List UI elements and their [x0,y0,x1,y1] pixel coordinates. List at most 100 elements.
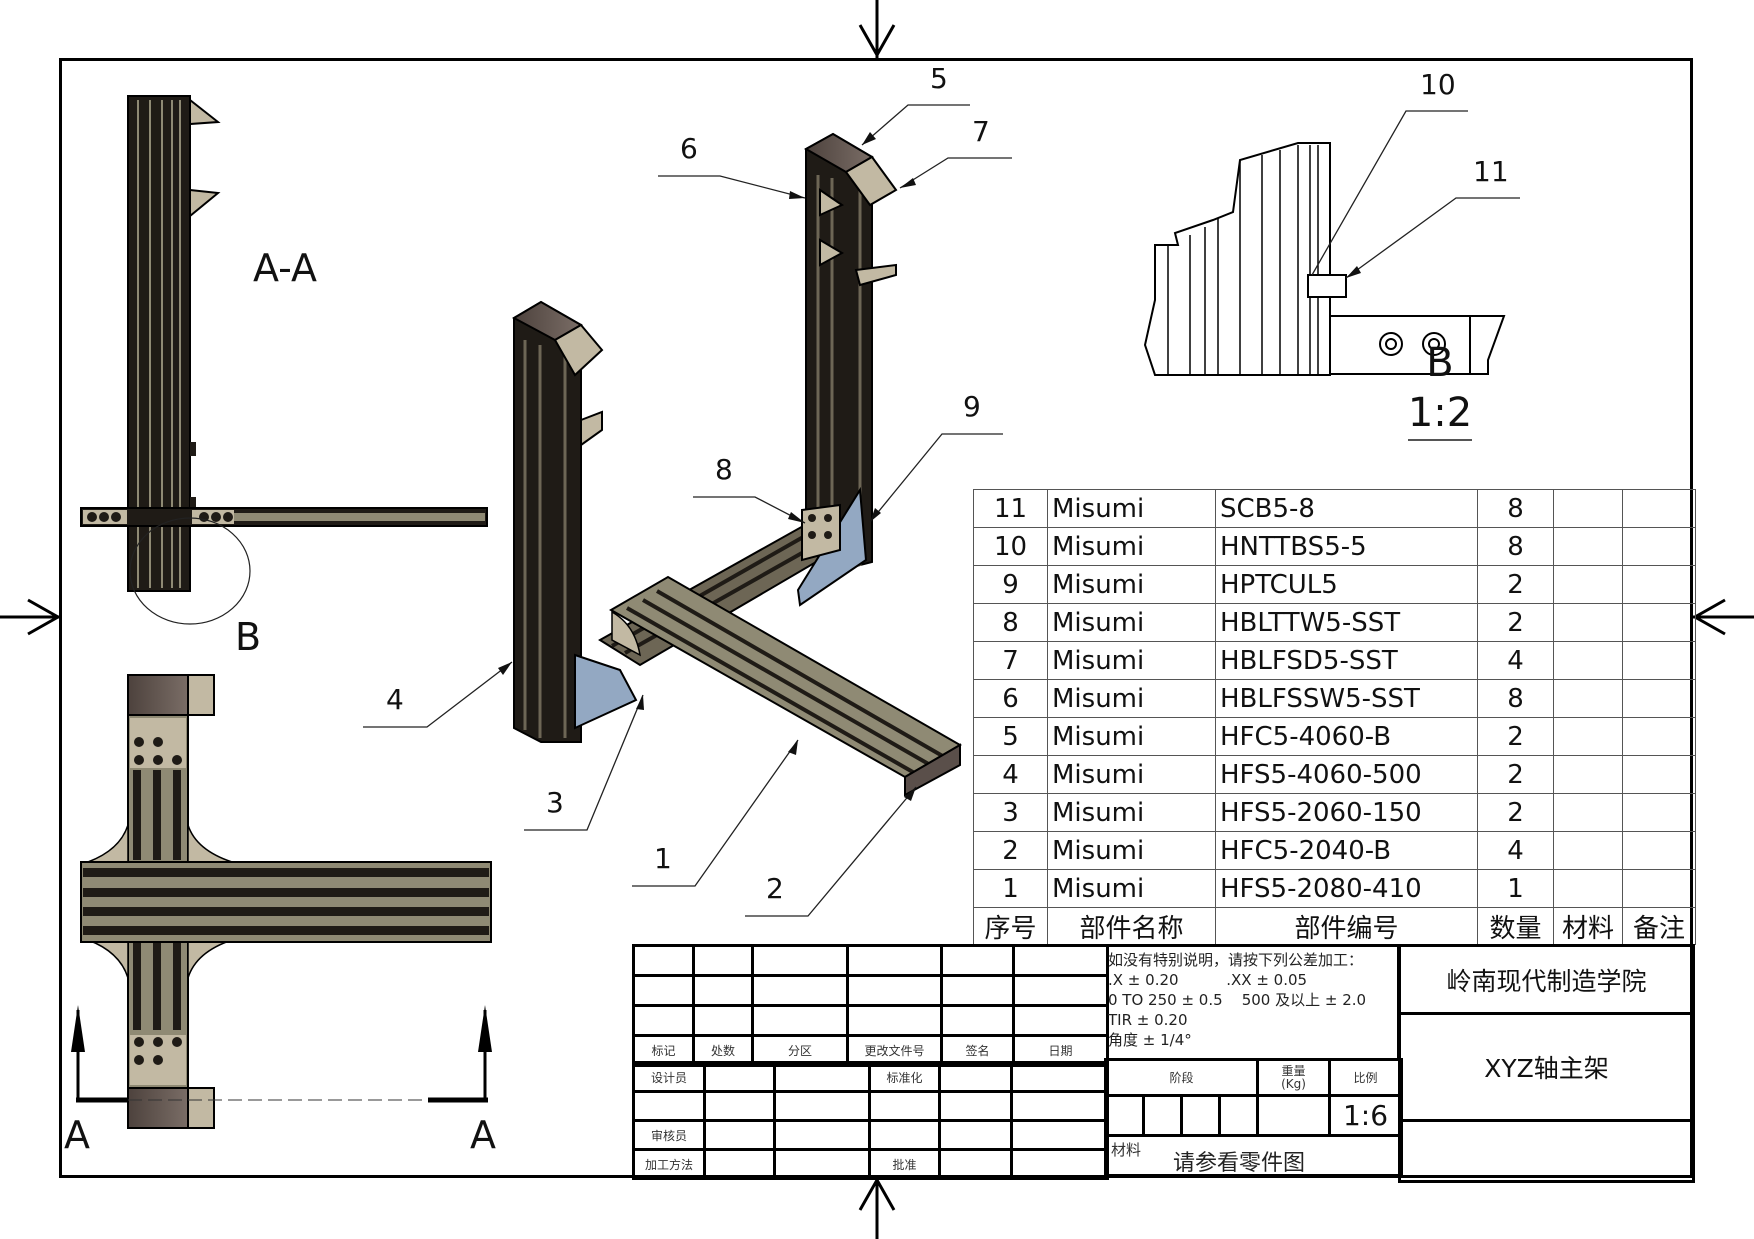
designer-label: 设计员 [632,1061,706,1093]
balloon-11: 11 [1473,155,1509,188]
bom-cell-no: 2 [973,831,1048,870]
bom-header-cell: 备注 [1622,907,1696,945]
approval-block: 设计员标准化 审核员 加工方法批准 [632,1061,1109,1180]
balloon-5: 5 [930,62,948,95]
bom-cell-note [1622,869,1696,908]
bom-cell-part: HFS5-4060-500 [1215,755,1478,794]
scale-value: 1:6 [1328,1094,1404,1137]
bom-cell-name: Misumi [1047,831,1216,870]
scale-label: 比例 [1328,1058,1404,1097]
bom-cell-note [1622,793,1696,832]
bom-cell-qty: 1 [1477,869,1554,908]
material-label: 材料 [1111,1141,1142,1159]
bom-cell-name: Misumi [1047,527,1216,566]
centering-mark-bottom [858,1176,896,1239]
leader-arrowheads [498,132,1361,801]
bom-cell-part: HNTTBS5-5 [1215,527,1478,566]
bom-cell-name: Misumi [1047,755,1216,794]
bom-cell-material [1553,527,1623,566]
bom-cell-name: Misumi [1047,565,1216,604]
leader-lines [363,104,1520,917]
bom-cell-name: Misumi [1047,717,1216,756]
tolerance-notes: 如没有特别说明，请按下列公差加工： .X ± 0.20 .XX ± 0.05 0… [1108,950,1366,1050]
bom-cell-no: 11 [973,489,1048,528]
bom-cell-qty: 8 [1477,679,1554,718]
bom-cell-no: 8 [973,603,1048,642]
balloon-9: 9 [963,390,981,423]
bom-cell-note [1622,641,1696,680]
balloon-6: 6 [680,132,698,165]
approve-label: 批准 [868,1148,941,1180]
bom-cell-material [1553,831,1623,870]
bom-cell-part: HBLFSD5-SST [1215,641,1478,680]
bom-cell-note [1622,565,1696,604]
bom-cell-part: HFS5-2080-410 [1215,869,1478,908]
bom-cell-part: HBLTTW5-SST [1215,603,1478,642]
bom-header-row: 序号部件名称部件编号数量材料备注 [973,907,1696,945]
rev-header-date: 日期 [1012,1034,1109,1067]
bom-cell-qty: 4 [1477,831,1554,870]
bom-cell-qty: 2 [1477,793,1554,832]
bom-cell-part: HPTCUL5 [1215,565,1478,604]
balloon-2: 2 [766,872,784,905]
top-view [71,674,492,1129]
bom-cell-name: Misumi [1047,793,1216,832]
tolerance-line: 0 TO 250 ± 0.5 500 及以上 ± 2.0 [1108,991,1367,1009]
bom-cell-no: 1 [973,869,1048,908]
bom-cell-note [1622,527,1696,566]
drawing-title: XYZ轴主架 [1398,1012,1695,1122]
bom-cell-qty: 2 [1477,755,1554,794]
bom-cell-qty: 2 [1477,565,1554,604]
bom-cell-qty: 8 [1477,489,1554,528]
bom-cell-note [1622,831,1696,870]
bom-cell-qty: 2 [1477,717,1554,756]
bom-cell-qty: 8 [1477,527,1554,566]
weight-label-text: 重量 [1281,1063,1306,1078]
bom-header-cell: 数量 [1477,907,1554,945]
balloon-1: 1 [654,842,672,875]
centering-mark-left [0,598,62,636]
bom-header-cell: 材料 [1553,907,1623,945]
bom-cell-no: 5 [973,717,1048,756]
tolerance-line: 如没有特别说明，请按下列公差加工： [1108,951,1364,969]
material-value: 请参看零件图 [1173,1151,1306,1176]
balloon-10: 10 [1420,68,1456,101]
bom-cell-no: 9 [973,565,1048,604]
detail-circle-b [129,517,251,625]
bom-cell-material [1553,717,1623,756]
detail-view-b [1143,142,1506,441]
detail-view-scale: 1:2 [1407,390,1473,436]
bom-cell-no: 3 [973,793,1048,832]
section-arrow-label-right: A [470,1113,496,1157]
tolerance-line: 角度 ± 1/4° [1108,1031,1192,1049]
organization-name: 岭南现代制造学院 [1398,944,1695,1015]
bom-header-cell: 序号 [973,907,1048,945]
weight-label: 重量(Kg) [1256,1058,1332,1097]
bom-cell-qty: 2 [1477,603,1554,642]
bom-cell-note [1622,755,1696,794]
weight-unit: (Kg) [1281,1076,1306,1091]
bom-cell-material [1553,603,1623,642]
bom-header-cell: 部件名称 [1047,907,1216,945]
detail-view-label: B [1426,340,1454,386]
bom-cell-name: Misumi [1047,679,1216,718]
balloon-8: 8 [715,453,733,486]
bom-cell-material [1553,869,1623,908]
centering-mark-top [858,0,896,59]
tolerance-line: TIR ± 0.20 [1108,1011,1188,1029]
title-name-block: 岭南现代制造学院 XYZ轴主架 [1398,944,1695,1183]
bom-cell-no: 7 [973,641,1048,680]
section-view-a-a [80,95,488,625]
revision-block: 标记 处数 分区 更改文件号 签名 日期 [632,944,1109,1067]
bom-cell-no: 10 [973,527,1048,566]
bom-cell-name: Misumi [1047,603,1216,642]
